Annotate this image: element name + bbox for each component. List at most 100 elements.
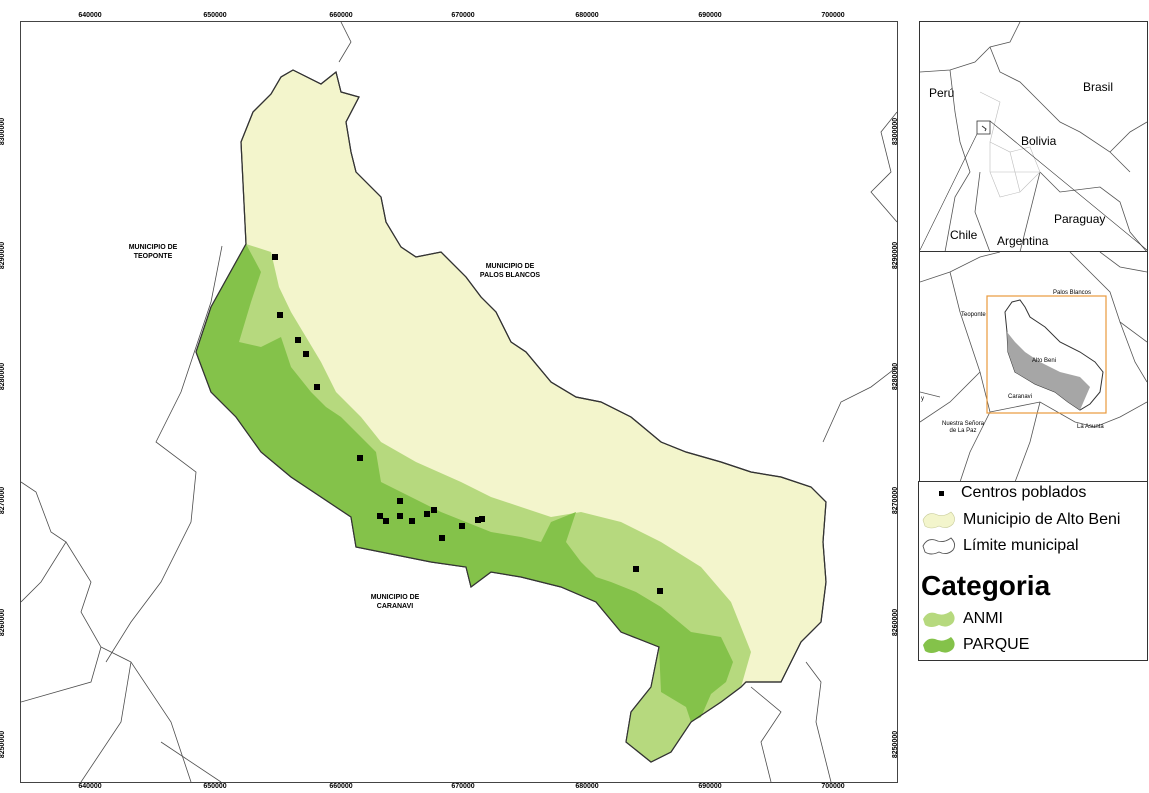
tick-y: 8300000 bbox=[892, 117, 900, 146]
tick-x: 680000 bbox=[575, 12, 599, 19]
tick-x: 670000 bbox=[451, 12, 475, 19]
legend-anmi[interactable]: ANMI bbox=[921, 609, 1003, 629]
parque-area bbox=[196, 244, 733, 722]
label-line: MUNICIPIO DE bbox=[485, 263, 535, 270]
inset-country-map[interactable]: Perú Brasil Bolivia Paraguay Chile Argen… bbox=[919, 21, 1148, 253]
tick-y: 8260000 bbox=[892, 608, 900, 637]
tick-x: 650000 bbox=[203, 12, 227, 19]
centro-poblado-marker[interactable] bbox=[397, 498, 403, 504]
label-nuestra-senora: Nuestra Señora de La Paz bbox=[942, 421, 984, 435]
tick-y: 8300000 bbox=[0, 117, 7, 146]
label-line: MUNICIPIO DE bbox=[370, 594, 420, 601]
label-line: de La Paz bbox=[949, 428, 977, 434]
label-argentina: Argentina bbox=[997, 234, 1049, 248]
inset-country-svg bbox=[920, 22, 1147, 252]
legend-centros-poblados[interactable]: Centros poblados bbox=[939, 484, 1086, 502]
label-teoponte: Teoponte bbox=[961, 312, 986, 318]
label-caranavi: Caranavi bbox=[1008, 394, 1033, 400]
centro-poblado-marker[interactable] bbox=[409, 518, 415, 524]
area-swatch-icon bbox=[923, 637, 955, 653]
centro-poblado-marker[interactable] bbox=[479, 516, 485, 522]
label-brasil: Brasil bbox=[1083, 80, 1114, 94]
main-map-frame[interactable]: MUNICIPIO DE TEOPONTE MUNICIPIO DE PALOS… bbox=[20, 21, 898, 783]
label-alto-beni: Alto Beni bbox=[1032, 358, 1057, 364]
square-marker-icon bbox=[939, 490, 944, 496]
legend-parque[interactable]: PARQUE bbox=[921, 635, 1029, 655]
tick-y: 8270000 bbox=[0, 486, 7, 515]
centro-poblado-marker[interactable] bbox=[303, 351, 309, 357]
tick-x: 660000 bbox=[329, 783, 353, 790]
legend-label: PARQUE bbox=[963, 636, 1030, 653]
centro-poblado-marker[interactable] bbox=[277, 312, 283, 318]
tick-y: 8290000 bbox=[892, 241, 900, 270]
area-swatch-icon bbox=[922, 511, 955, 529]
centro-poblado-marker[interactable] bbox=[397, 513, 403, 519]
label-edge-y: y bbox=[921, 396, 924, 402]
label-municipio-palos-blancos: MUNICIPIO DE PALOS BLANCOS bbox=[480, 262, 540, 280]
tick-x: 680000 bbox=[575, 783, 599, 790]
label-municipio-caranavi: MUNICIPIO DE CARANAVI bbox=[371, 593, 420, 611]
tick-y: 8260000 bbox=[0, 608, 7, 637]
legend-limite-municipal[interactable]: Límite municipal bbox=[921, 536, 1079, 556]
centro-poblado-marker[interactable] bbox=[314, 384, 320, 390]
inset-region-svg bbox=[920, 252, 1147, 482]
outline-swatch-icon bbox=[922, 537, 956, 555]
legend-label: Centros poblados bbox=[961, 484, 1087, 501]
tick-y: 8280000 bbox=[0, 362, 7, 391]
tick-y: 8280000 bbox=[892, 362, 900, 391]
tick-x: 690000 bbox=[698, 12, 722, 19]
label-peru: Perú bbox=[929, 86, 955, 100]
inset-extent-box bbox=[986, 295, 1107, 414]
label-line: Nuestra Señora bbox=[942, 421, 985, 427]
tick-x: 650000 bbox=[203, 783, 227, 790]
label-bolivia: Bolivia bbox=[1021, 134, 1057, 148]
alto-beni-outline bbox=[195, 69, 827, 763]
legend-municipio-alto-beni[interactable]: Municipio de Alto Beni bbox=[921, 510, 1120, 530]
centro-poblado-marker[interactable] bbox=[357, 455, 363, 461]
tick-x: 640000 bbox=[78, 12, 102, 19]
tick-y: 8250000 bbox=[0, 730, 7, 759]
inset-region-map[interactable]: Palos Blancos Teoponte Alto Beni Caranav… bbox=[919, 251, 1148, 483]
municipal-boundaries bbox=[21, 22, 897, 782]
legend-heading: Categoria bbox=[921, 570, 1051, 601]
label-line: MUNICIPIO DE bbox=[128, 244, 178, 251]
label-paraguay: Paraguay bbox=[1054, 212, 1106, 226]
centro-poblado-marker[interactable] bbox=[459, 523, 465, 529]
tick-y: 8250000 bbox=[892, 730, 900, 759]
centro-poblado-marker[interactable] bbox=[383, 518, 389, 524]
centro-poblado-marker[interactable] bbox=[424, 511, 430, 517]
label-la-asunta: La Asunta bbox=[1077, 424, 1104, 430]
centro-poblado-marker[interactable] bbox=[475, 517, 481, 523]
centro-poblado-marker[interactable] bbox=[439, 535, 445, 541]
centro-poblado-marker[interactable] bbox=[272, 254, 278, 260]
centro-poblado-marker[interactable] bbox=[377, 513, 383, 519]
legend-label: Municipio de Alto Beni bbox=[963, 511, 1121, 528]
area-swatch-icon bbox=[923, 611, 955, 627]
label-chile: Chile bbox=[950, 228, 978, 242]
legend-label: ANMI bbox=[963, 610, 1003, 627]
tick-x: 660000 bbox=[329, 12, 353, 19]
tick-x: 700000 bbox=[821, 12, 845, 19]
legend: Centros poblados Municipio de Alto Beni … bbox=[918, 481, 1148, 661]
tick-x: 640000 bbox=[78, 783, 102, 790]
centro-poblado-marker[interactable] bbox=[657, 588, 663, 594]
tick-y: 8290000 bbox=[0, 241, 7, 270]
anmi-area bbox=[196, 244, 751, 762]
label-line: CARANAVI bbox=[376, 603, 414, 610]
centro-poblado-marker[interactable] bbox=[431, 507, 437, 513]
inset-protected-area bbox=[1007, 332, 1090, 410]
main-map[interactable] bbox=[21, 22, 897, 782]
tick-x: 670000 bbox=[451, 783, 475, 790]
legend-label: Límite municipal bbox=[963, 537, 1079, 554]
label-line: TEOPONTE bbox=[133, 253, 173, 260]
inset-area-box bbox=[976, 120, 991, 135]
label-line: PALOS BLANCOS bbox=[479, 272, 541, 279]
tick-y: 8270000 bbox=[892, 486, 900, 515]
centros-poblados bbox=[272, 254, 663, 594]
label-municipio-teoponte: MUNICIPIO DE TEOPONTE bbox=[129, 243, 178, 261]
label-palos-blancos: Palos Blancos bbox=[1053, 290, 1092, 296]
centro-poblado-marker[interactable] bbox=[633, 566, 639, 572]
tick-x: 700000 bbox=[821, 783, 845, 790]
tick-x: 690000 bbox=[698, 783, 722, 790]
centro-poblado-marker[interactable] bbox=[295, 337, 301, 343]
